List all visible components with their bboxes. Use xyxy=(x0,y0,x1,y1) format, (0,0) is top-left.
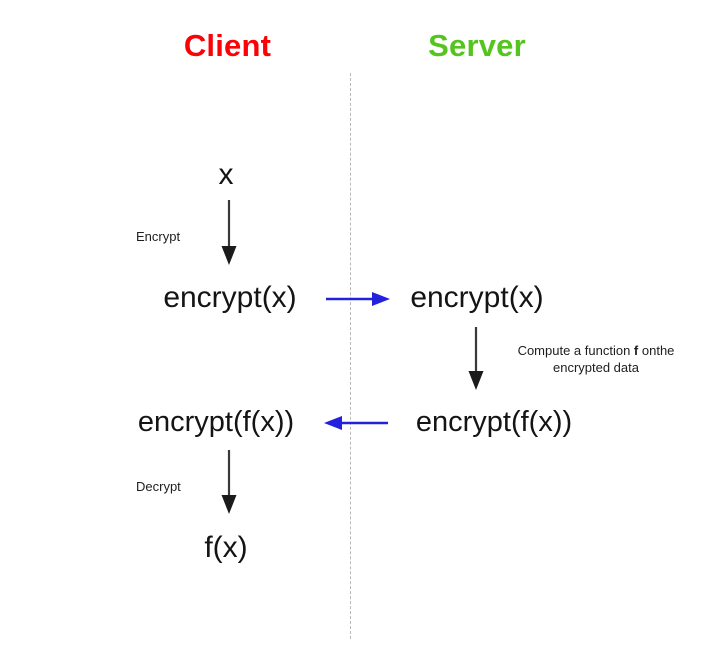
client-plaintext-input: x xyxy=(218,158,234,191)
decrypt-step-label: Decrypt xyxy=(136,479,181,494)
client-encrypted-value: encrypt(x) xyxy=(163,281,297,314)
client-plaintext-output: f(x) xyxy=(204,531,248,564)
compute-step-label-function-symbol: f xyxy=(633,343,639,358)
compute-step-label-line1-head: Compute a function xyxy=(517,343,634,358)
client-server-divider xyxy=(350,73,351,639)
server-encrypted-value: encrypt(x) xyxy=(410,281,544,314)
compute-step-label-line1-tail: on xyxy=(638,343,657,358)
server-encrypted-result: encrypt(f(x)) xyxy=(415,406,573,438)
encrypt-step-label: Encrypt xyxy=(136,229,181,244)
client-encrypted-result: encrypt(f(x)) xyxy=(137,406,295,438)
server-column-title: Server xyxy=(428,28,526,63)
client-column-title: Client xyxy=(183,28,272,63)
server-compute-down-arrow xyxy=(468,327,484,390)
compute-step-label: Compute a function f onthe encrypted dat… xyxy=(508,342,684,376)
client-decrypt-down-arrow xyxy=(221,450,237,514)
server-to-client-arrow xyxy=(324,416,388,430)
compute-step-label-line2: the encrypted data xyxy=(552,343,675,375)
client-encrypt-down-arrow xyxy=(221,200,237,265)
